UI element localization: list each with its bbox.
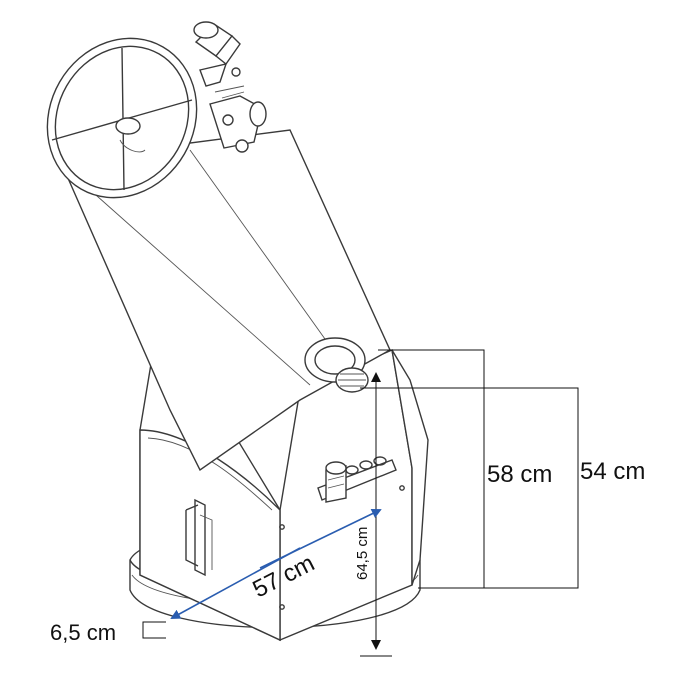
tube-aperture (46, 37, 198, 199)
label-54cm: 54 cm (580, 458, 645, 485)
label-58cm: 58 cm (487, 461, 552, 488)
dimension-lines (142, 349, 579, 657)
handle-icon (185, 498, 213, 577)
focuser-assembly (193, 21, 267, 153)
label-64-5cm: 64,5 cm (354, 527, 371, 580)
tension-knob-icon (335, 367, 369, 393)
label-6-5cm: 6,5 cm (50, 620, 116, 645)
telescope-tube (58, 129, 391, 472)
